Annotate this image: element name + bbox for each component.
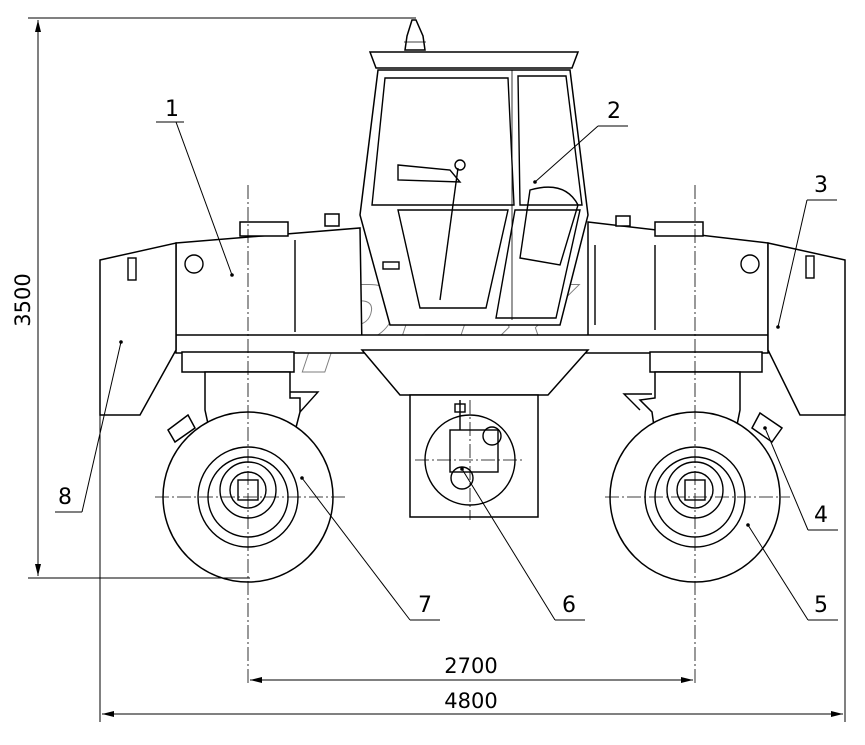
dimension-wheelbase-label: 2700 — [444, 654, 497, 678]
dimension-height-label: 3500 — [11, 273, 35, 326]
dimension-length: 4800 — [99, 415, 846, 722]
dimension-length-label: 4800 — [444, 689, 497, 713]
callout-2: 2 — [533, 99, 628, 184]
front-ballast — [99, 242, 177, 416]
dimension-height: 3500 — [11, 17, 416, 579]
callout-4: 4 — [763, 426, 838, 531]
beacon — [404, 19, 426, 51]
callout-label-4: 4 — [814, 503, 828, 528]
callout-label-2: 2 — [607, 99, 621, 124]
callout-label-3: 3 — [814, 173, 828, 198]
callout-label-5: 5 — [814, 593, 828, 618]
callout-label-6: 6 — [562, 593, 576, 618]
callout-7: 7 — [300, 476, 440, 621]
callout-8: 8 — [55, 340, 123, 513]
centerlines — [155, 185, 790, 685]
callout-5: 5 — [746, 523, 838, 621]
callout-3: 3 — [776, 173, 837, 329]
cab — [359, 51, 589, 326]
callout-label-1: 1 — [165, 97, 179, 122]
callout-6: 6 — [460, 467, 585, 621]
dimension-wheelbase: 2700 — [250, 654, 693, 683]
rear-ballast — [767, 242, 846, 416]
callout-label-7: 7 — [418, 593, 432, 618]
callout-1: 1 — [156, 97, 234, 277]
callout-label-8: 8 — [58, 485, 72, 510]
center-housing — [360, 349, 590, 518]
rear-wheel-assembly — [609, 351, 784, 583]
